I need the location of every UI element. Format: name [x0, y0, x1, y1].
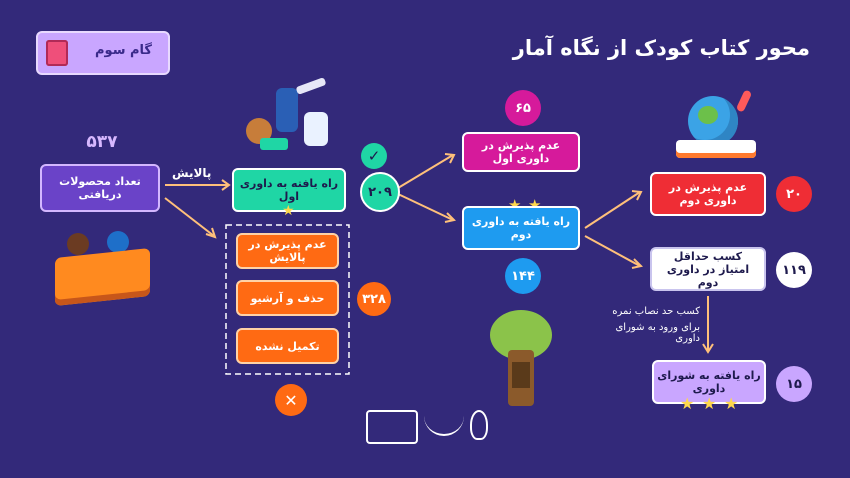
- received-count: ۵۳۷: [86, 132, 118, 152]
- star-icon: ★: [680, 394, 695, 413]
- council-box: راه یافته به شورای داوری: [652, 360, 766, 404]
- council-count: ۱۵: [776, 366, 812, 402]
- arrow-to-reject-second: [584, 191, 641, 229]
- stage-badge: گام سوم: [36, 31, 170, 75]
- second-round-passed-box: راه یافته به داوری دوم: [462, 206, 580, 250]
- star-icon: ★: [724, 394, 739, 413]
- star-icon: ★: [702, 394, 717, 413]
- rejected-filter-box: عدم پذیرش در پالایش: [236, 233, 339, 269]
- filter-label: پالایش: [172, 166, 212, 180]
- second-round-rejected-count: ۶۵: [505, 90, 541, 126]
- deleted-archived-box: حذف و آرشیو: [236, 280, 339, 316]
- rejected-group-bracket: [225, 224, 350, 375]
- threshold-note-line1: کسب حد نصاب نمره: [612, 306, 700, 317]
- second-round-rejected-box: عدم پذیرش در داوری اول: [462, 132, 580, 172]
- arrow-to-min-score: [584, 235, 641, 267]
- book-icon: [46, 40, 68, 66]
- page-title: محور کتاب کودک از نگاه آمار: [512, 36, 810, 60]
- received-box: تعداد محصولات دریافتی: [40, 164, 160, 212]
- second-round-rejected-review-count: ۲۰: [776, 176, 812, 212]
- kids-science-illustration: [238, 77, 338, 158]
- close-icon: ✕: [275, 384, 307, 416]
- min-score-count: ۱۱۹: [776, 252, 812, 288]
- first-round-passed-box: راه یافته به داوری اول: [232, 168, 346, 212]
- first-round-passed-count: ۲۰۹: [360, 172, 400, 212]
- first-round-rejected-count: ۳۲۸: [357, 282, 391, 316]
- arrow-received-to-rejected: [164, 197, 215, 237]
- tree-library-illustration: [490, 310, 552, 408]
- threshold-note-line2: برای ورود به شورای داوری: [615, 322, 700, 344]
- arrow-to-reject-first: [397, 154, 454, 189]
- incomplete-box: تکمیل نشده: [236, 328, 339, 364]
- stage-label: گام سوم: [95, 43, 152, 58]
- globe-book-illustration: [672, 89, 762, 162]
- second-round-rejected-review-box: عدم پذیرش در داوری دوم: [650, 172, 766, 216]
- foundation-logo: [424, 416, 464, 436]
- star-icon: ★: [282, 203, 295, 219]
- arrow-to-pass-second: [397, 193, 454, 221]
- min-score-box: کسب حداقل امتیاز در داوری دوم: [650, 247, 766, 291]
- second-round-passed-count: ۱۴۴: [505, 258, 541, 294]
- kids-reading-illustration: [45, 225, 160, 306]
- festival-logo: [366, 410, 418, 444]
- checkmark-icon: ✓: [361, 143, 387, 169]
- emblem-logo: [470, 410, 488, 440]
